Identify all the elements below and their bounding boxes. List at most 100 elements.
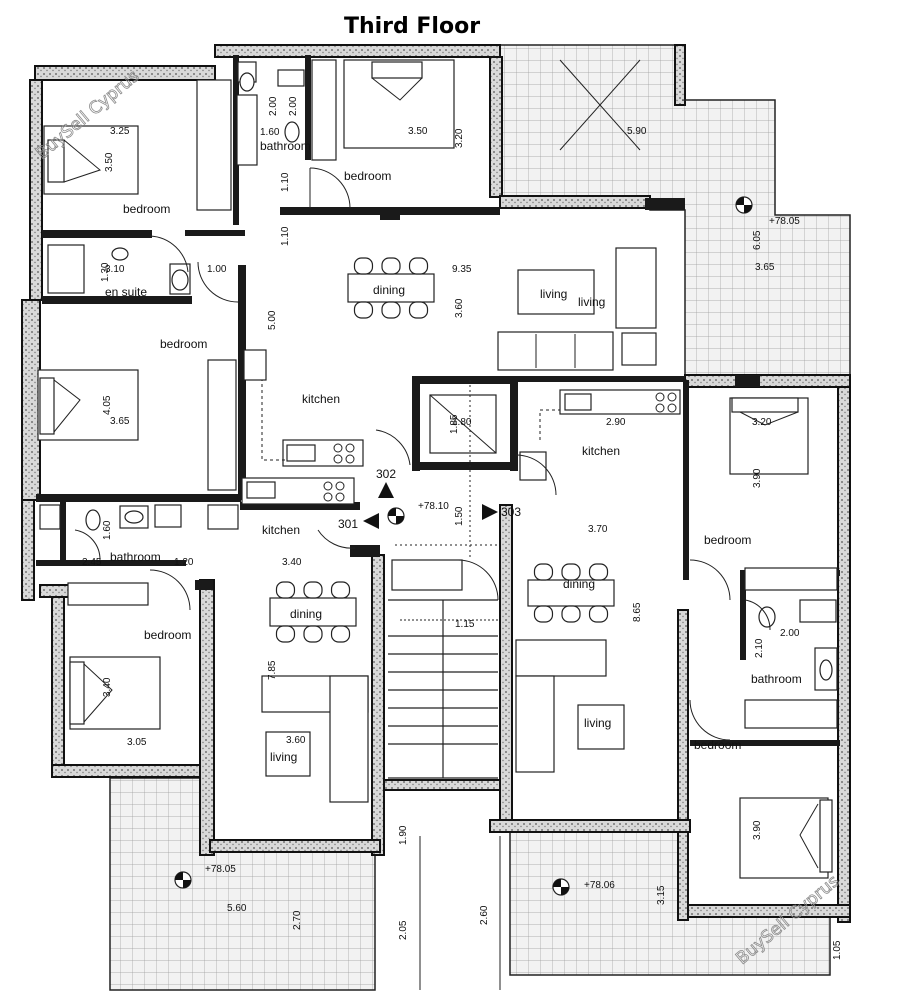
apartment-302: 302 bbox=[376, 467, 396, 481]
dimension-label: 3.90 bbox=[752, 820, 763, 840]
room-label: dining bbox=[373, 283, 405, 297]
room-label: bathroom bbox=[260, 139, 311, 153]
dimension-label: 8.65 bbox=[632, 602, 643, 622]
room-label: bedroom bbox=[123, 202, 170, 216]
dimension-label: 3.40 bbox=[282, 557, 302, 568]
dining-chair bbox=[353, 257, 374, 275]
room-label: bathroom bbox=[110, 550, 161, 564]
bathroom-fittings bbox=[39, 61, 838, 691]
room-label: bathroom bbox=[751, 672, 802, 686]
dimension-label: 1.30 bbox=[100, 262, 111, 282]
dimension-label: 3.50 bbox=[408, 126, 428, 137]
page-title: Third Floor bbox=[344, 14, 480, 39]
dimension-label: 3.15 bbox=[656, 885, 667, 905]
core bbox=[388, 394, 498, 779]
dimension-label: 5.90 bbox=[627, 126, 647, 137]
dimension-label: 2.70 bbox=[292, 910, 303, 930]
dining-chair bbox=[381, 257, 401, 275]
dining-tables bbox=[269, 257, 615, 643]
vertical-dimensions: 3.50 2.00 2.00 3.20 1.10 1.10 6.05 1.30 … bbox=[100, 96, 843, 960]
dimension-label: 3.20 bbox=[454, 128, 465, 148]
room-label: en suite bbox=[105, 285, 147, 299]
exterior-walls bbox=[21, 44, 851, 923]
dimension-label: 3.65 bbox=[110, 416, 130, 427]
dimension-label: 1.50 bbox=[454, 506, 465, 526]
dimension-label: 2.60 bbox=[479, 905, 490, 925]
dimension-label: 3.65 bbox=[755, 262, 775, 273]
dining-chair bbox=[330, 581, 351, 599]
dimension-label: 1.20 bbox=[174, 557, 194, 568]
dimension-label: 1.85 bbox=[449, 414, 460, 434]
dimension-label: 1.00 bbox=[207, 264, 227, 275]
dimension-label: 2.00 bbox=[288, 96, 299, 116]
dimension-lines bbox=[395, 99, 775, 990]
level-label: +78.05 bbox=[769, 216, 800, 227]
dining-chair bbox=[353, 301, 374, 319]
dining-chair bbox=[588, 563, 609, 581]
dimension-label: 3.10 bbox=[105, 264, 125, 275]
apartment-301: 301 bbox=[338, 517, 358, 531]
dimension-label: 1.90 bbox=[398, 825, 409, 845]
dining-chair bbox=[408, 301, 429, 319]
dimension-label: 3.40 bbox=[102, 677, 113, 697]
terrace-bottom-left bbox=[109, 777, 376, 991]
arrow-302 bbox=[378, 482, 394, 498]
dimension-label: 3.90 bbox=[752, 468, 763, 488]
room-label: bedroom bbox=[344, 169, 391, 183]
dimension-label: 2.45 bbox=[82, 557, 102, 568]
dimension-label: 5.60 bbox=[227, 903, 247, 914]
room-label: bedroom bbox=[144, 628, 191, 642]
dimension-label: 1.15 bbox=[455, 619, 475, 630]
dimension-label: 1.05 bbox=[832, 940, 843, 960]
dining-chair bbox=[275, 625, 296, 643]
kitchen-fittings bbox=[207, 349, 681, 530]
room-label: kitchen bbox=[262, 523, 300, 537]
dining-chair bbox=[303, 581, 323, 599]
room-label: living bbox=[540, 287, 567, 301]
arrow-301 bbox=[363, 513, 379, 529]
room-label: living bbox=[584, 716, 611, 730]
room-label: kitchen bbox=[582, 444, 620, 458]
dining-chair bbox=[561, 563, 581, 581]
dimension-label: 1.60 bbox=[260, 127, 280, 138]
level-markers bbox=[174, 196, 753, 896]
level-label: +78.05 bbox=[205, 864, 236, 875]
dimension-label: 3.25 bbox=[110, 126, 130, 137]
dimension-label: 2.10 bbox=[754, 638, 765, 658]
dimension-label: 1.10 bbox=[280, 226, 291, 246]
arrow-303 bbox=[482, 504, 498, 520]
dining-chair bbox=[303, 625, 323, 643]
dimension-label: 3.50 bbox=[104, 152, 115, 172]
level-label: +78.06 bbox=[584, 880, 615, 891]
dimension-label: 3.20 bbox=[752, 417, 772, 428]
dimension-label: 2.00 bbox=[268, 96, 279, 116]
dimension-label: 3.70 bbox=[588, 524, 608, 535]
dining-chair bbox=[588, 605, 609, 623]
wardrobes bbox=[67, 59, 838, 729]
dimension-label: 2.00 bbox=[780, 628, 800, 639]
room-label: kitchen bbox=[302, 392, 340, 406]
dimension-label: 3.60 bbox=[454, 298, 465, 318]
room-label: bedroom bbox=[704, 533, 751, 547]
beds bbox=[37, 59, 833, 879]
dimension-label: 6.05 bbox=[752, 230, 763, 250]
room-label: living bbox=[270, 750, 297, 764]
dimension-label: 5.00 bbox=[267, 310, 278, 330]
interior-walls bbox=[36, 55, 840, 746]
room-label: bedroom bbox=[160, 337, 207, 351]
dimension-label: 9.35 bbox=[452, 264, 472, 275]
apartment-303: 303 bbox=[501, 505, 521, 519]
dimension-label: 7.85 bbox=[267, 660, 278, 680]
level-label: +78.10 bbox=[418, 501, 449, 512]
room-label: bedroom bbox=[694, 738, 741, 752]
dimension-label: 1.80 bbox=[452, 417, 472, 428]
dimensions: 3.25 1.60 3.50 5.90 3.65 3.10 1.00 9.35 … bbox=[82, 126, 800, 914]
room-label: living bbox=[578, 295, 605, 309]
dimension-label: 2.90 bbox=[606, 417, 626, 428]
dining-chair bbox=[561, 605, 581, 623]
dimension-label: 3.60 bbox=[286, 735, 306, 746]
dining-chair bbox=[533, 605, 554, 623]
room-label: dining bbox=[290, 607, 322, 621]
room-labels: bedroom bedroom bathroom en suite bedroo… bbox=[105, 139, 802, 764]
